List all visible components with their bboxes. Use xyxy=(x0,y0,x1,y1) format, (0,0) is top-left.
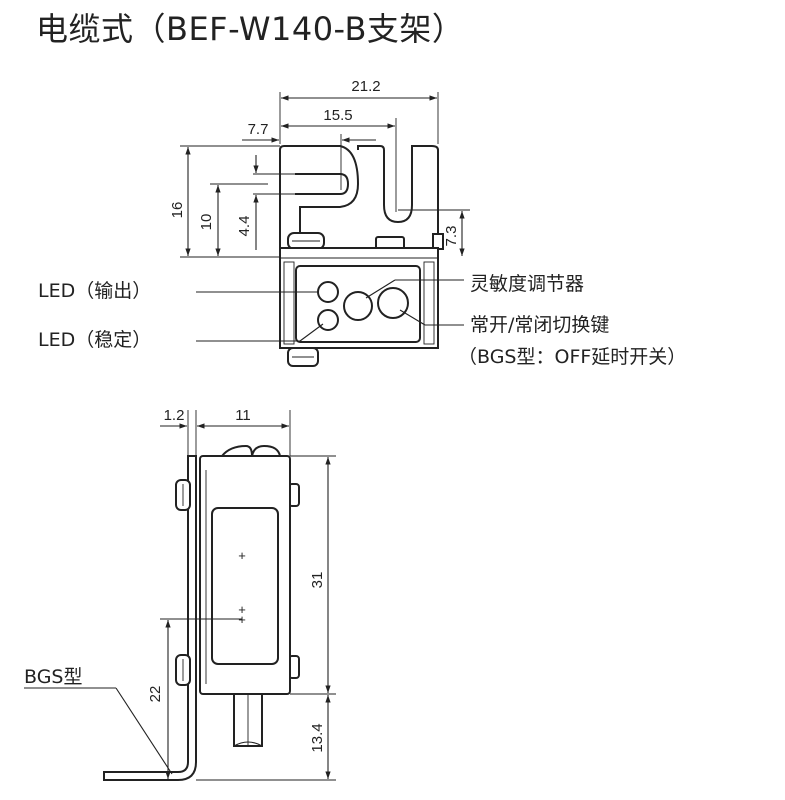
top-view: 21.2 15.5 7.7 16 10 4.4 7.3 LED（输出） LED（… xyxy=(38,78,686,368)
label-sensitivity: 灵敏度调节器 xyxy=(470,273,584,295)
dim-7-3: 7.3 xyxy=(443,226,460,247)
dim-1-2: 1.2 xyxy=(164,407,185,424)
sensitivity-knob xyxy=(343,291,373,321)
bracket-outline xyxy=(279,145,360,249)
mounting-bracket xyxy=(103,455,197,781)
center-mark-upper: + xyxy=(238,548,246,563)
leader-switch-d xyxy=(399,309,426,326)
side-window xyxy=(211,507,279,665)
dim-13-4: 13.4 xyxy=(309,723,326,752)
label-switch-line2: （BGS型：OFF延时开关） xyxy=(458,346,686,368)
bracket-tab xyxy=(432,233,444,250)
dim-21-2: 21.2 xyxy=(351,78,380,95)
led-stable-indicator xyxy=(317,309,339,331)
side-rail-right xyxy=(423,261,435,345)
bracket-slot xyxy=(295,173,350,195)
side-view: + + + 1.2 11 31 13.4 22 BGS型 xyxy=(24,407,336,781)
top-bump-right xyxy=(250,444,282,457)
label-switch-line1: 常开/常闭切换键 xyxy=(470,314,609,336)
dim-16: 16 xyxy=(169,202,186,219)
label-led-output: LED（输出） xyxy=(38,280,151,302)
led-output-indicator xyxy=(317,281,339,303)
side-rail-left xyxy=(283,261,295,345)
label-bgs: BGS型 xyxy=(24,666,83,688)
dim-22: 22 xyxy=(147,686,164,703)
cable-break xyxy=(233,741,263,747)
top-bump-left xyxy=(219,444,254,457)
dim-7-7: 7.7 xyxy=(248,121,269,138)
dim-15-5: 15.5 xyxy=(323,107,352,124)
center-mark-lower: + xyxy=(238,602,246,617)
diagram-title: 电缆式（BEF-W140-B支架） xyxy=(36,10,465,48)
center-mark-lower-2: + xyxy=(238,612,246,627)
mode-switch-knob xyxy=(377,287,409,319)
leader-bgs-d xyxy=(115,687,173,775)
dim-10: 10 xyxy=(198,214,215,231)
dim-4-4: 4.4 xyxy=(236,216,253,237)
label-led-stable: LED（稳定） xyxy=(38,329,151,351)
leader-led-stable-d xyxy=(299,323,324,342)
bracket-right-arm xyxy=(357,145,439,248)
dim-31: 31 xyxy=(309,572,326,589)
dim-11: 11 xyxy=(235,407,251,424)
leader-sensitivity-d xyxy=(365,279,396,299)
